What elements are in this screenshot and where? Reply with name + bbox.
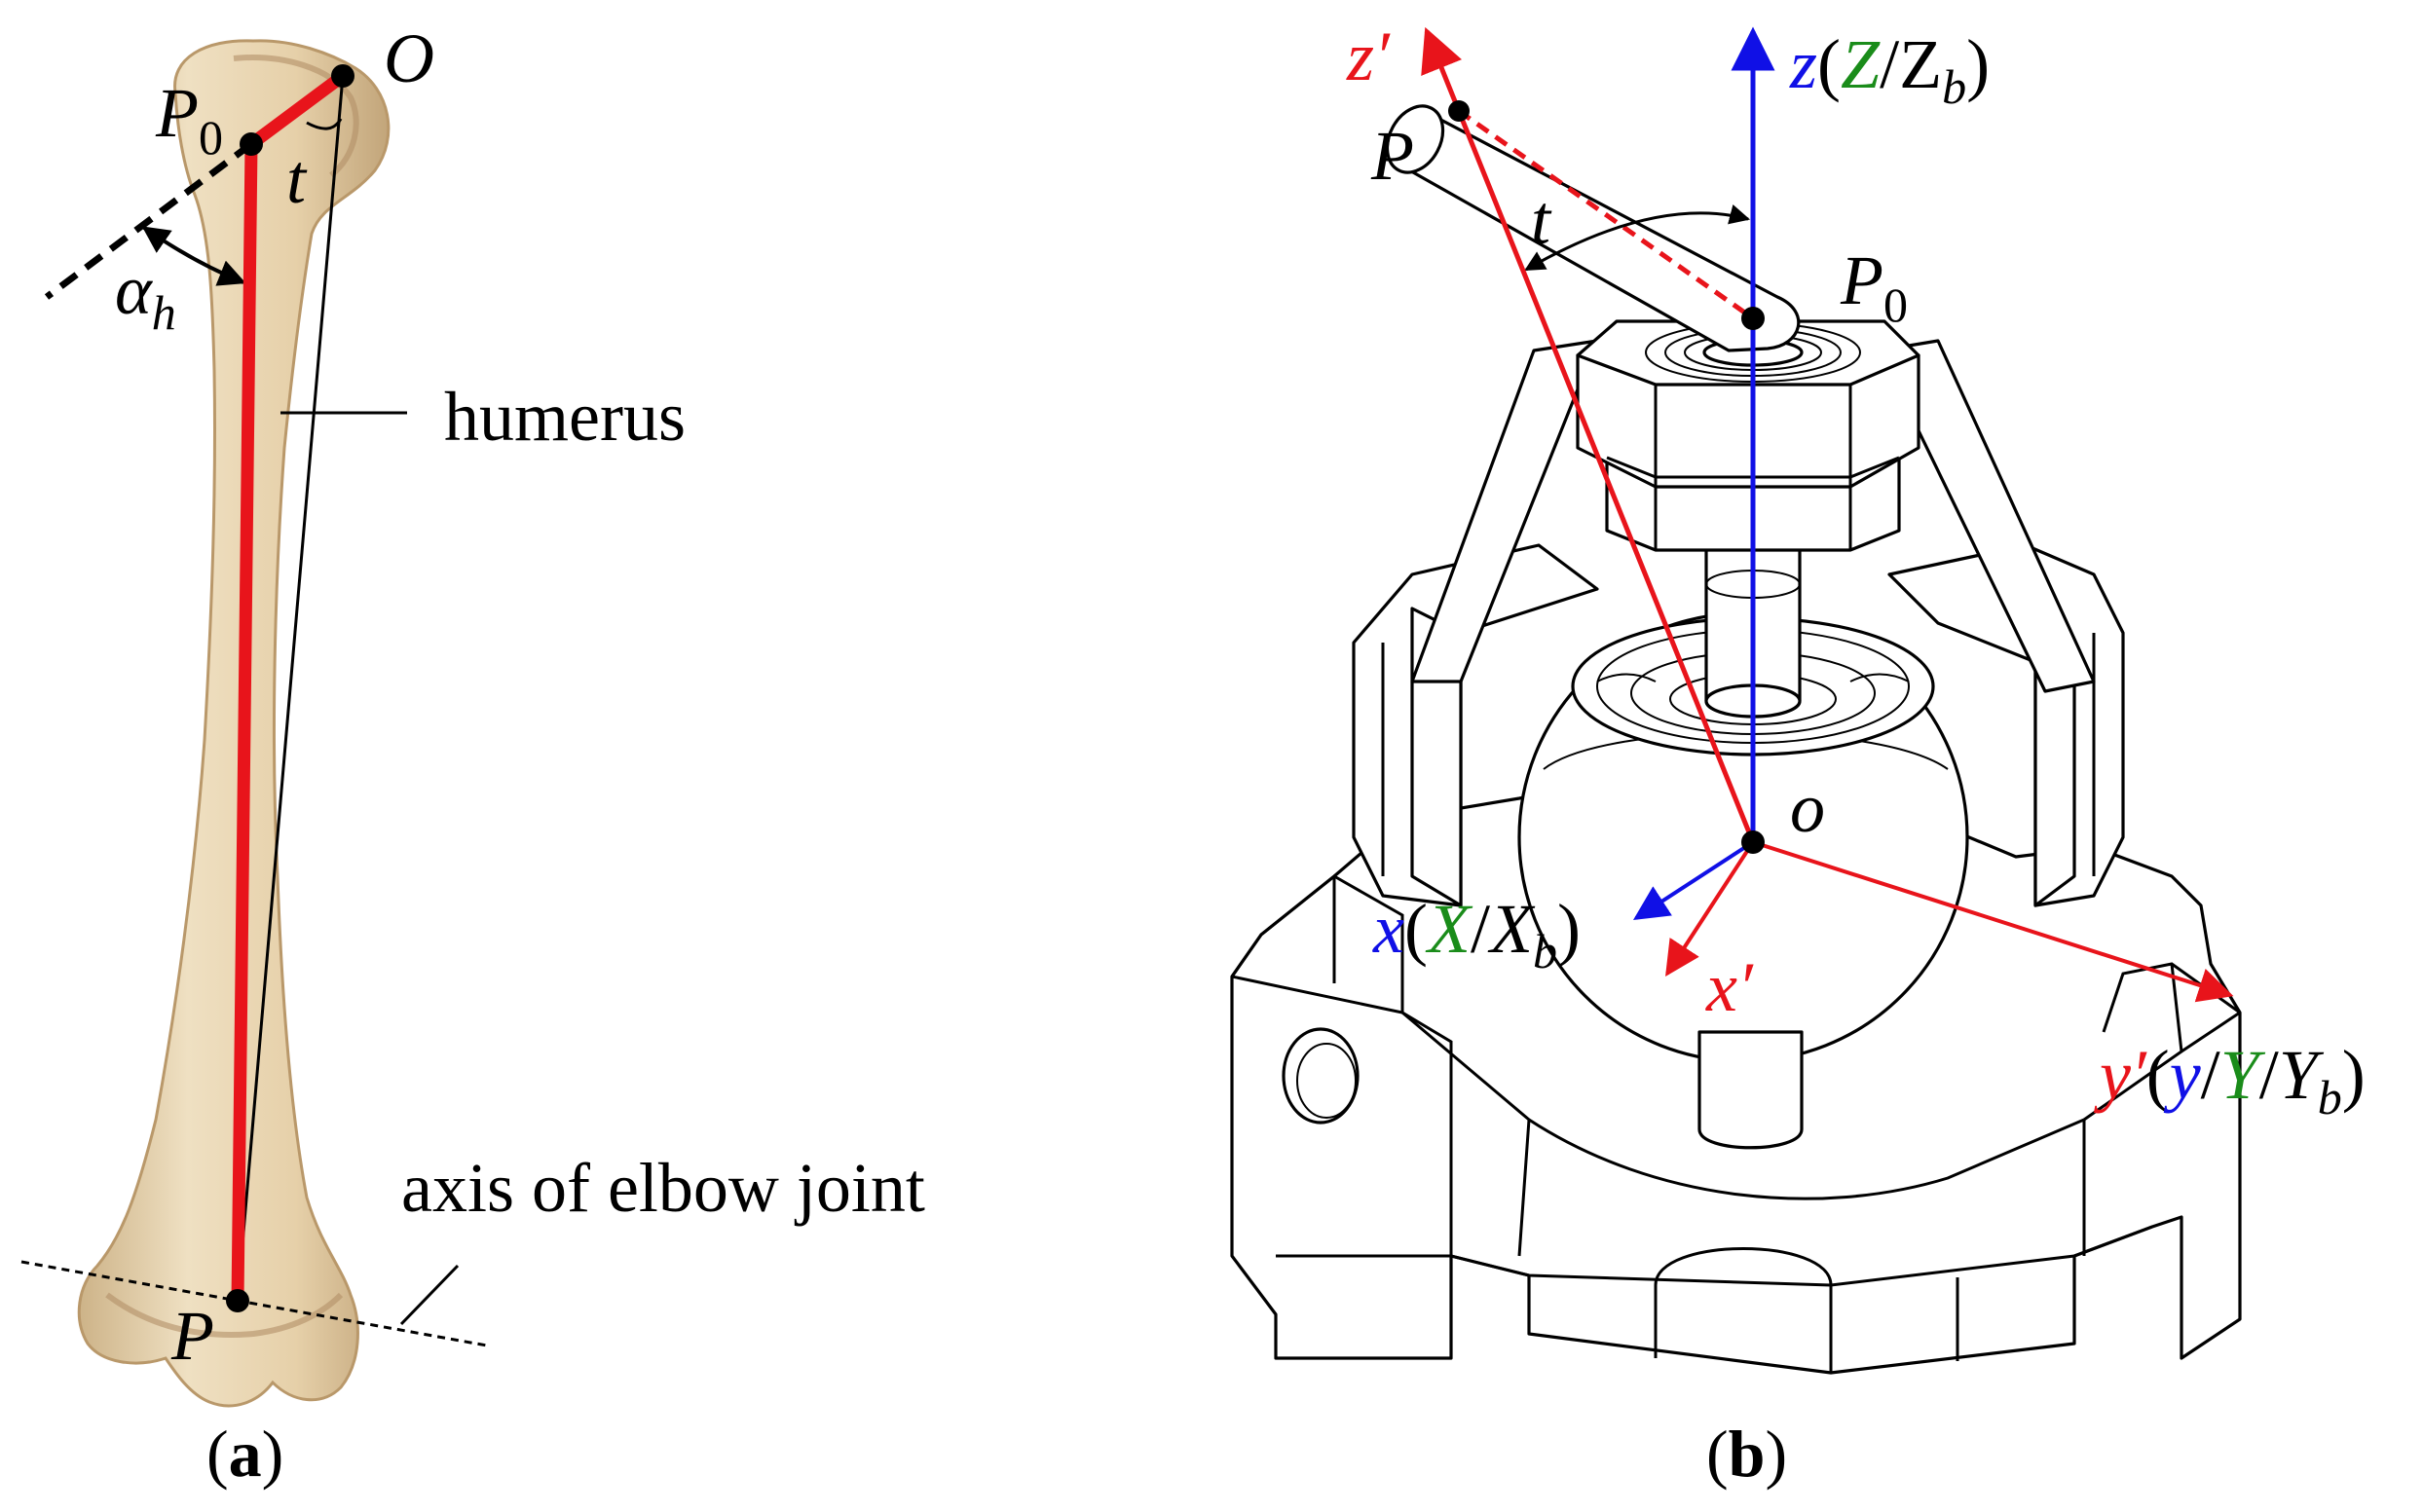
x-axis-blue [1632,840,1755,920]
label-P: P [170,1297,214,1375]
label-z-axis: z(Z/Zb) [1789,25,1990,114]
red-segment-P0-O [244,69,350,151]
nut-stack [1576,319,1920,552]
label-x-axis: x(X/Xb) [1372,890,1581,978]
label-humerus: humerus [444,378,686,456]
alpha-reference-dashed-line [44,141,254,300]
point-P0 [240,132,263,156]
humerus-condyle-shade [105,1292,344,1338]
x-prime-axis-red [1665,840,1755,977]
elbow-axis-leader-line [399,1264,460,1326]
caption-b: (b) [1706,1417,1787,1491]
support-legs [1410,339,2096,693]
alpha-angle-arc [141,226,246,286]
label-y-axis: y′(y/Y/Yb) [2093,1036,2366,1125]
panel-a: O P0 t αh humerus axis of elbow joint P … [20,19,925,1491]
label-O: O [384,19,434,97]
point-P [226,1289,249,1312]
elbow-joint-axis-line [20,1260,488,1347]
t-angle-arc-b [1524,204,1751,272]
label-P0: P0 [155,74,223,165]
point-O [331,64,354,88]
caption-a: (a) [206,1417,283,1491]
bone-axis-line [236,75,345,1302]
label-t-b: t [1531,181,1552,259]
label-alpha-h: αh [115,251,176,340]
label-x-prime: x′ [1705,948,1754,1026]
panel-b: z′ z(Z/Zb) P t P0 o x(X/Xb) x′ y′(y/Y/Yb… [1230,18,2366,1491]
point-P0-b [1741,307,1765,330]
label-t: t [286,140,308,218]
tilted-rod [1385,104,1801,352]
label-z-prime: z′ [1346,18,1391,95]
label-P0-b: P0 [1840,241,1908,332]
label-o: o [1790,769,1825,847]
point-o [1741,830,1765,854]
red-segment-P0-P [231,137,258,1308]
label-elbow-axis: axis of elbow joint [401,1149,925,1227]
label-P-b: P [1370,117,1414,195]
z-prime-axis-red [1421,26,1756,843]
y-prime-axis-red [1752,840,2234,1003]
humerus-head-shade [233,55,359,178]
humerus-bone [77,39,391,1408]
point-P-b [1448,100,1470,122]
t-angle-arc [306,118,343,130]
